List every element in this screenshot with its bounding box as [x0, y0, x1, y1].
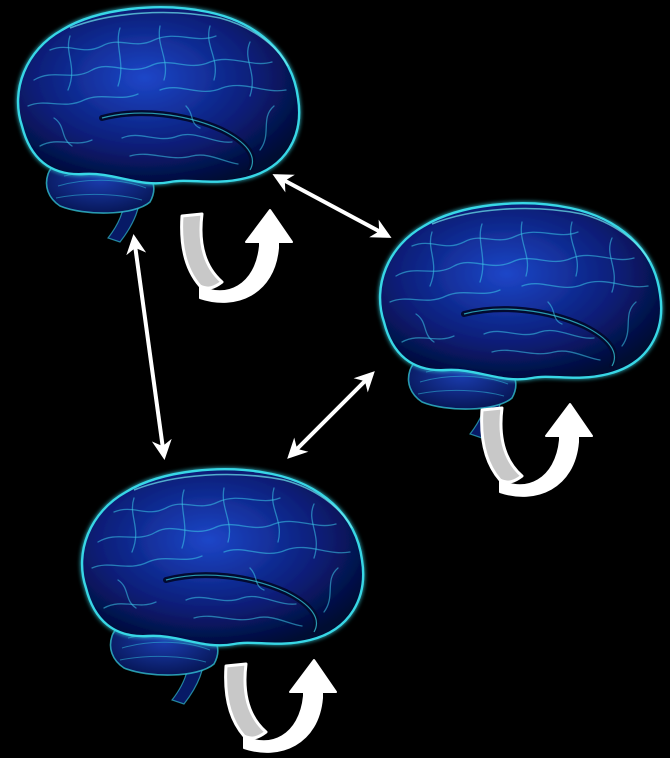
- brain-top-left: [18, 7, 299, 242]
- arrow-top-left-to-right: [276, 176, 388, 236]
- self-loop-bottom: [226, 660, 336, 752]
- brain-icon: [18, 7, 299, 242]
- self-loop-right: [482, 404, 592, 496]
- loop-arrow-icon: [482, 404, 592, 496]
- loop-arrow-icon: [182, 210, 292, 302]
- brain-icon: [380, 203, 661, 438]
- arrow-right-to-bottom: [290, 374, 372, 456]
- self-loop-top-left: [182, 210, 292, 302]
- arrow-top-left-to-bottom: [134, 238, 164, 456]
- brain-right: [380, 203, 661, 438]
- loop-arrow-icon: [226, 660, 336, 752]
